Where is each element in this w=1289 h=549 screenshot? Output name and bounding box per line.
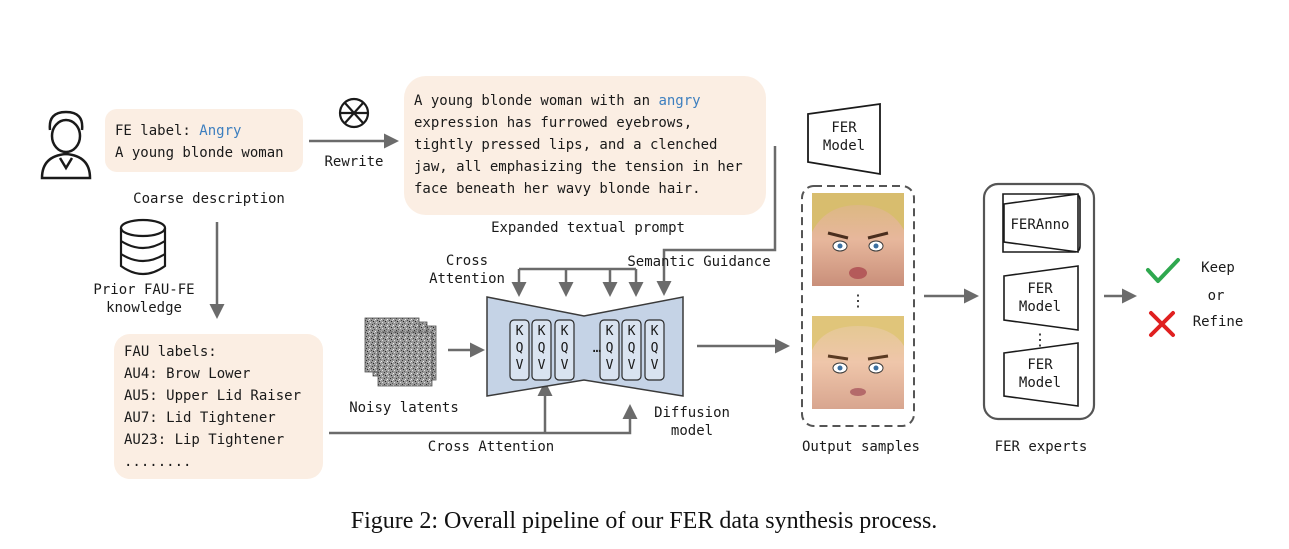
diffusion-label-1: Diffusion <box>654 405 730 421</box>
fer-experts-label: FER experts <box>995 439 1088 455</box>
fer-expert-model <box>1003 265 1079 331</box>
experts-vertical-dots: ⋮ <box>1032 330 1048 349</box>
fer-model-top-label-1: FER <box>831 120 857 136</box>
kqv-letter: V <box>561 358 569 373</box>
fau-item: AU5: Upper Lid Raiser <box>124 388 301 404</box>
expanded-prompt-bubble <box>404 76 766 215</box>
expanded-line-2: expression has furrowed eyebrows, <box>414 115 692 131</box>
kqv-letter: Q <box>628 341 636 356</box>
feranno-shape <box>1003 193 1079 253</box>
fer-expert-model-label-1: FER <box>1027 281 1053 297</box>
kqv-letter: V <box>516 358 524 373</box>
kqv-letter: V <box>538 358 546 373</box>
subject-text: A young blonde woman <box>115 145 284 161</box>
expanded-line-3: tightly pressed lips, and a clenched <box>414 137 717 153</box>
or-label: or <box>1208 288 1225 304</box>
output-samples-label: Output samples <box>802 439 920 455</box>
kqv-letter: V <box>606 358 614 373</box>
kqv-letter: K <box>516 324 524 339</box>
expanded-line-4: jaw, all emphasizing the tension in her <box>414 159 743 175</box>
kqv-block: KQV <box>509 319 530 381</box>
output-samples-box <box>801 185 915 427</box>
kqv-letter: K <box>606 324 614 339</box>
kqv-block: KQV <box>644 319 665 381</box>
kqv-letter: K <box>651 324 659 339</box>
cross-attention-top-label-1: Cross <box>446 253 488 269</box>
fau-item: AU4: Brow Lower <box>124 366 250 382</box>
kqv-letter: K <box>538 324 546 339</box>
figure-caption: Figure 2: Overall pipeline of our FER da… <box>351 508 938 534</box>
kqv-letter: V <box>628 358 636 373</box>
user-icon <box>40 110 92 180</box>
kqv-letter: V <box>651 358 659 373</box>
feranno-label: FERAnno <box>1010 217 1069 233</box>
cross-icon <box>1149 311 1175 337</box>
cross-attention-bottom-label: Cross Attention <box>428 439 554 455</box>
samples-vertical-dots: ⋮ <box>850 291 866 310</box>
openai-icon <box>338 97 370 129</box>
kqv-letter: Q <box>538 341 546 356</box>
rewrite-label: Rewrite <box>324 154 383 170</box>
fer-experts-box <box>982 182 1096 421</box>
kqv-block: KQV <box>621 319 642 381</box>
fau-item: AU23: Lip Tightener <box>124 432 284 448</box>
fau-item: AU7: Lid Tightener <box>124 410 276 426</box>
kqv-letter: Q <box>606 341 614 356</box>
database-icon <box>119 218 167 276</box>
prior-label-2: knowledge <box>106 300 182 316</box>
expanded-prompt-caption: Expanded textual prompt <box>491 220 685 236</box>
kqv-block: KQV <box>599 319 620 381</box>
kqv-block: KQV <box>531 319 552 381</box>
expanded-line-5: face beneath her wavy blonde hair. <box>414 181 701 197</box>
fau-labels-bubble <box>114 334 323 479</box>
fer-expert-model-label-2: Model <box>1019 375 1061 391</box>
coarse-description-bubble <box>105 109 303 172</box>
noisy-latents-label: Noisy latents <box>349 400 459 416</box>
fer-model-top-label-2: Model <box>823 138 865 154</box>
diffusion-label-2: model <box>671 423 713 439</box>
semantic-guidance-label: Semantic Guidance <box>627 254 770 270</box>
kqv-block: KQV <box>554 319 575 381</box>
expanded-line-1: A young blonde woman with an angry <box>414 93 701 109</box>
semantic-guidance-arrow <box>656 146 777 296</box>
fau-title: FAU labels: <box>124 344 217 360</box>
prior-label-1: Prior FAU-FE <box>93 282 194 298</box>
unet-dots: … <box>593 340 601 356</box>
face-sample-image <box>812 193 904 286</box>
face-sample-image <box>812 316 904 409</box>
cross-attention-bottom-arrow-right <box>329 404 638 435</box>
coarse-description-caption: Coarse description <box>133 191 285 207</box>
fer-expert-model <box>1003 342 1079 407</box>
fer-expert-model-label-1: FER <box>1027 357 1053 373</box>
kqv-letter: K <box>628 324 636 339</box>
kqv-letter: Q <box>561 341 569 356</box>
kqv-letter: K <box>561 324 569 339</box>
cross-attention-top-label-2: Attention <box>429 271 505 287</box>
refine-label: Refine <box>1193 314 1244 330</box>
check-icon <box>1146 258 1180 283</box>
fau-ellipsis: ........ <box>124 454 191 470</box>
fer-expert-model-label-2: Model <box>1019 299 1061 315</box>
keep-label: Keep <box>1201 260 1235 276</box>
kqv-letter: Q <box>516 341 524 356</box>
fer-model-top <box>807 102 881 176</box>
fe-label-line: FE label: Angry <box>115 123 241 139</box>
noisy-latents-stack <box>364 317 437 387</box>
kqv-letter: Q <box>651 341 659 356</box>
